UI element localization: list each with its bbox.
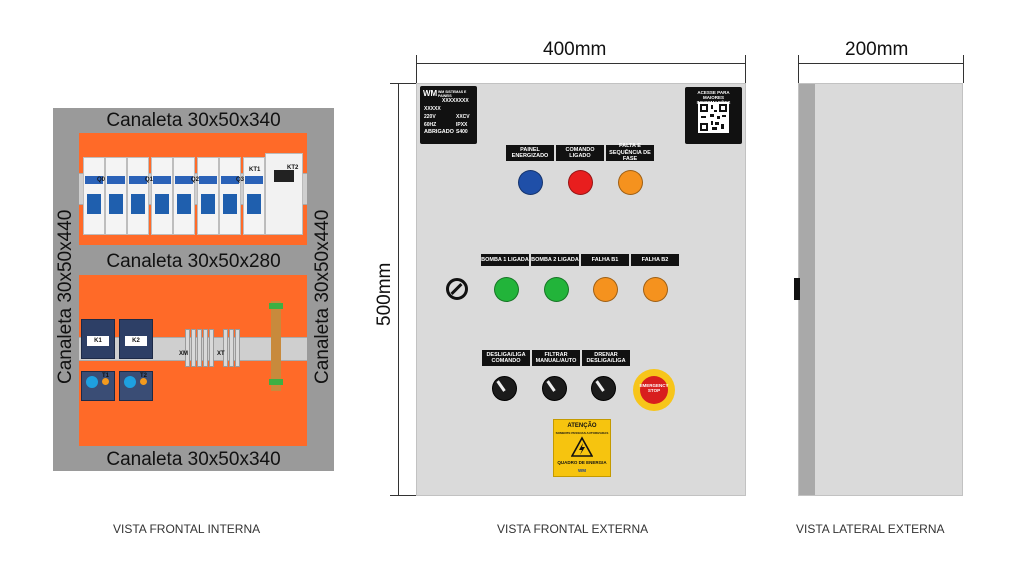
contactor-k2: K2: [119, 319, 153, 359]
warning-subtitle: SOMENTE PESSOAS AUTORIZADAS: [555, 431, 609, 435]
label-filtrar-manual-auto: FILTRAR MANUAL/AUTO: [532, 350, 580, 366]
pilot-lamp-red: [568, 170, 593, 195]
side-door-edge: [799, 84, 815, 495]
pilot-lamp-orange-b1: [593, 277, 618, 302]
emergency-stop-button[interactable]: EMERGENCY STOP: [633, 369, 675, 411]
selector-switch-comando[interactable]: [492, 376, 517, 401]
caption-front: VISTA FRONTAL EXTERNA: [497, 522, 649, 536]
contactor-k1: K1: [81, 319, 115, 359]
door-handle: [794, 278, 800, 300]
label-falha-b1: FALHA B1: [581, 254, 629, 266]
width-dimension-line: [416, 63, 746, 64]
height-dimension-line: [398, 83, 399, 496]
timer-kt2: [265, 153, 303, 235]
pilot-lamp-green-b1: [494, 277, 519, 302]
label-comando-ligado: COMANDO LIGADO: [556, 145, 604, 161]
label-bomba-2-ligada: BOMBA 2 LIGADA: [531, 254, 579, 266]
breaker-label-q1: Q1: [145, 177, 154, 183]
warning-brand: WM: [578, 468, 586, 473]
label-falha-b2: FALHA B2: [631, 254, 679, 266]
warning-title: ATENÇÃO: [567, 423, 597, 429]
qr-plate: ACESSE PARA MAIORES INFORMAÇÕES: [685, 87, 742, 144]
nameplate: WM WM SISTEMAS E PAINEIS XXXXXXXX XXXXX …: [420, 86, 477, 144]
breaker-label-q0: Q0: [97, 177, 106, 183]
pilot-lamp-orange: [618, 170, 643, 195]
label-falta-sequencia-fase: FALTA E SEQUÊNCIA DE FASE: [606, 143, 654, 162]
height-dimension-label: 500mm: [374, 262, 395, 326]
canaleta-bottom-label: Canaleta 30x50x340: [106, 449, 281, 470]
terminal-label-xt: XT: [217, 351, 225, 357]
label-desliga-liga-comando: DESLIGA/LIGA COMANDO: [482, 350, 530, 366]
label-drenar-desliga-liga: DRENAR DESLIGA/LIGA: [582, 350, 630, 366]
external-side-panel: [798, 83, 963, 496]
nameplate-brand: WM: [423, 89, 438, 98]
overload-relay-t2: T2: [119, 371, 153, 401]
internal-upper-mounting-plate: Q0 Q1 Q2 Q3 KT1 KT2: [79, 133, 307, 245]
label-bomba-1-ligada: BOMBA 1 LIGADA: [481, 254, 529, 266]
breaker-label-q3: Q3: [236, 177, 245, 183]
selector-switch-icon: [446, 278, 468, 300]
selector-switch-filtrar[interactable]: [542, 376, 567, 401]
pilot-lamp-blue: [518, 170, 543, 195]
warning-footer: QUADRO DE ENERGIA: [557, 460, 607, 465]
qr-code-icon: [698, 102, 729, 133]
caption-side: VISTA LATERAL EXTERNA: [796, 522, 945, 536]
pilot-lamp-orange-b2: [643, 277, 668, 302]
overload-relay-t1: T1: [81, 371, 115, 401]
terminal-label-xm: XM: [179, 351, 188, 357]
timer-label-kt2: KT2: [287, 165, 299, 171]
canaleta-left-label: Canaleta 30x50x440: [55, 209, 76, 384]
caption-internal: VISTA FRONTAL INTERNA: [113, 522, 261, 536]
timer-label-kt1: KT1: [249, 167, 261, 173]
pilot-lamp-green-b2: [544, 277, 569, 302]
emergency-stop-label: EMERGENCY STOP: [639, 383, 669, 393]
canaleta-middle-label: Canaleta 30x50x280: [106, 251, 281, 272]
selector-switch-drenar[interactable]: [591, 376, 616, 401]
breaker-label-q2: Q2: [191, 177, 200, 183]
canaleta-right-label: Canaleta 30x50x440: [312, 209, 333, 384]
ground-bar: [271, 301, 281, 391]
canaleta-top-label: Canaleta 30x50x340: [106, 110, 281, 131]
warning-sign: ATENÇÃO SOMENTE PESSOAS AUTORIZADAS QUAD…: [553, 419, 611, 477]
width-dimension-label: 400mm: [543, 39, 607, 60]
label-painel-energizado: PAINEL ENERGIZADO: [506, 145, 554, 161]
side-width-dimension-line: [798, 63, 964, 64]
high-voltage-icon: [571, 436, 593, 457]
internal-lower-mounting-plate: K1 K2 T1 T2 XM XT: [79, 275, 307, 446]
side-width-dimension-label: 200mm: [845, 39, 909, 60]
